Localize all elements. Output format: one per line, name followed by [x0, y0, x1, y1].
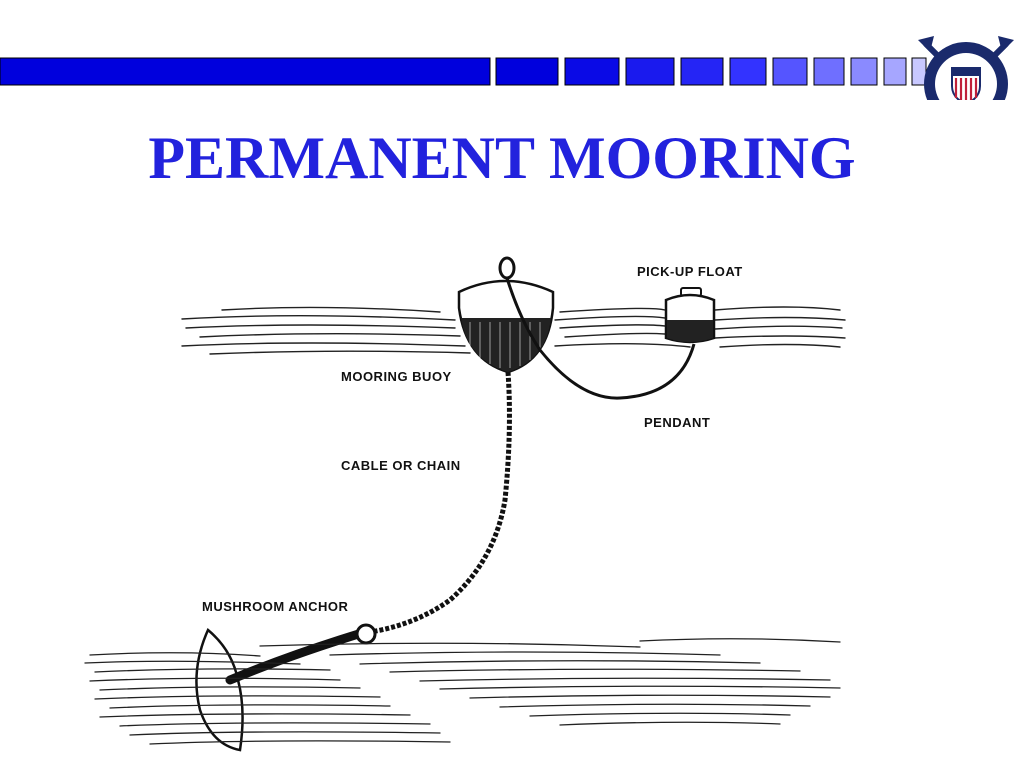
mooring-buoy [457, 256, 555, 374]
header-bar-block-6 [772, 57, 808, 86]
pendant-rope [505, 277, 696, 400]
mooring-diagram: PICK-UP FLOAT MOORING BUOY PENDANT CABLE… [0, 200, 1024, 768]
page-title: PERMANENT MOORING [148, 125, 856, 191]
water-surface [181, 306, 846, 355]
header-bar-block-9 [883, 57, 907, 86]
label-pickup-float: PICK-UP FLOAT [637, 264, 743, 279]
header-bar-block-10 [911, 57, 927, 86]
pickup-float [664, 287, 716, 344]
cable-chain [369, 371, 512, 635]
label-mushroom-anchor: MUSHROOM ANCHOR [202, 599, 349, 614]
header-bar-graphic [0, 36, 1014, 100]
header-bar-block-5 [729, 57, 767, 86]
header-bar-block-2 [564, 57, 620, 86]
label-pendant: PENDANT [644, 415, 711, 430]
header-bar [0, 0, 1024, 100]
mushroom-anchor [195, 623, 377, 752]
header-bar-block-3 [625, 57, 675, 86]
header-bar-long [0, 57, 491, 86]
label-cable-or-chain: CABLE OR CHAIN [341, 458, 461, 473]
mooring-illustration [84, 256, 846, 752]
header-bar-block-4 [680, 57, 724, 86]
header-bar-block-1 [495, 57, 559, 86]
coast-guard-auxiliary-emblem-icon [918, 36, 1014, 100]
sea-bottom [84, 638, 841, 745]
header-bar-block-7 [813, 57, 845, 86]
label-mooring-buoy: MOORING BUOY [341, 369, 452, 384]
header-bar-block-8 [850, 57, 878, 86]
